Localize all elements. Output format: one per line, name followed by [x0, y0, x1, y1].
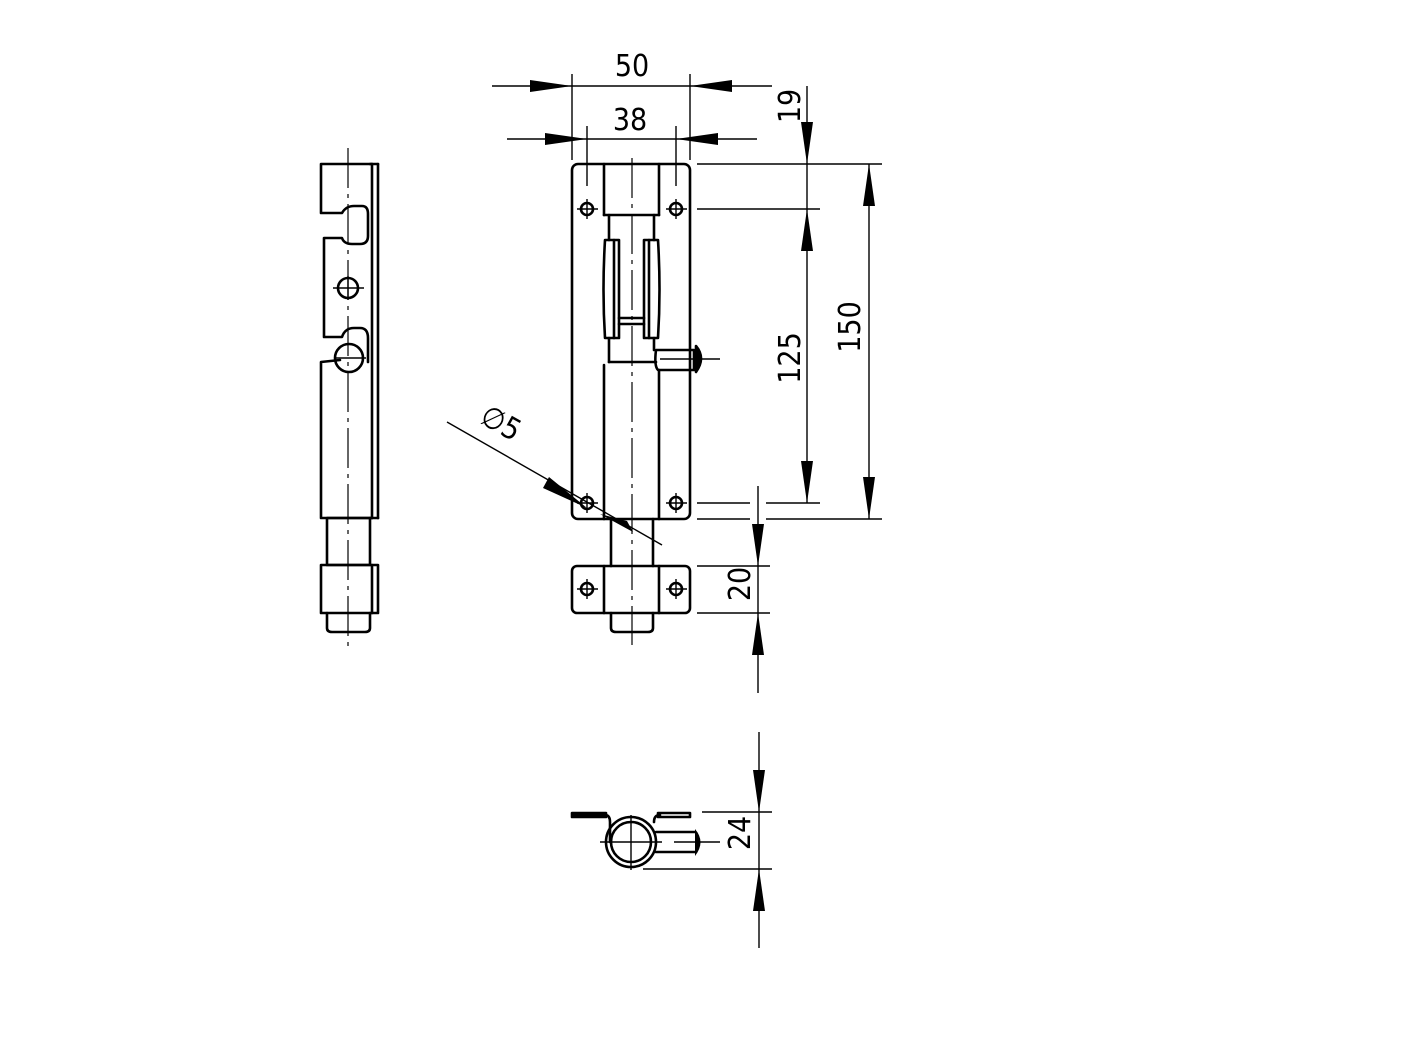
screw-hole-icon: [577, 199, 687, 513]
dimension-overall-width: 50: [492, 49, 772, 160]
dim-label-diameter-5: ∅5: [474, 399, 527, 449]
dim-label-19: 19: [773, 89, 808, 123]
dimension-keeper-height: 20: [697, 486, 770, 693]
dimension-top-offset: 19: [697, 86, 882, 503]
dim-label-50: 50: [615, 49, 649, 84]
side-view: [319, 148, 380, 652]
front-view: [570, 158, 720, 645]
dim-label-24: 24: [723, 816, 758, 850]
dim-label-125: 125: [773, 332, 808, 384]
dimension-hole-spacing-width: 38: [507, 103, 757, 186]
dimension-hole-diameter: ∅5: [446, 399, 663, 546]
dim-label-20: 20: [723, 567, 758, 601]
dimension-depth: 24: [643, 732, 772, 948]
dimension-hole-spacing-length: 125: [697, 332, 820, 504]
dim-label-150: 150: [833, 301, 868, 353]
dim-label-38: 38: [613, 103, 647, 138]
top-section-view: [570, 811, 720, 870]
dimension-overall-length: 150: [697, 164, 882, 520]
